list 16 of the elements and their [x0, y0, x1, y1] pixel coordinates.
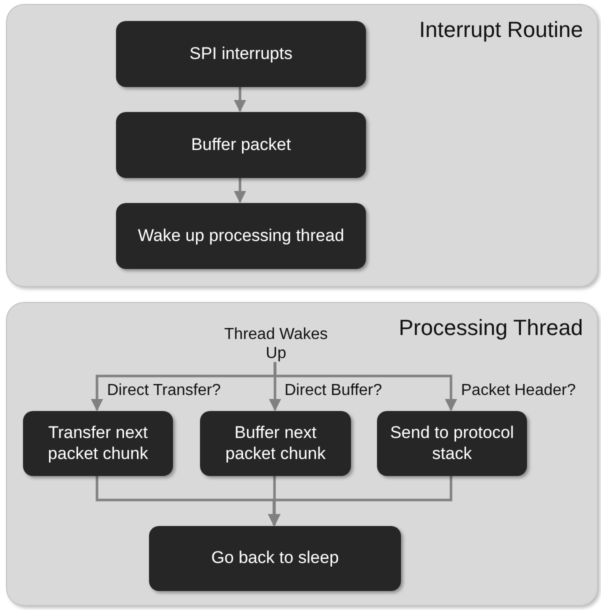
process-box: Transfer next packet chunk — [23, 411, 173, 476]
process-box: Buffer packet — [116, 112, 366, 178]
panel-heading: Interrupt Routine — [419, 17, 583, 43]
panel-heading: Processing Thread — [398, 315, 583, 341]
process-box: SPI interrupts — [116, 21, 366, 87]
arrow — [274, 362, 458, 412]
group-panel — [6, 4, 598, 287]
process-box: Wake up processing thread — [116, 203, 366, 269]
arrow — [268, 475, 452, 526]
group-panel — [6, 302, 598, 606]
process-box: Go back to sleep — [149, 526, 401, 591]
process-box: Buffer next packet chunk — [200, 411, 351, 476]
process-box: Send to protocol stack — [377, 411, 527, 476]
start-text: Thread Wakes Up — [216, 325, 336, 363]
arrow — [234, 86, 246, 112]
arrow — [234, 177, 246, 204]
